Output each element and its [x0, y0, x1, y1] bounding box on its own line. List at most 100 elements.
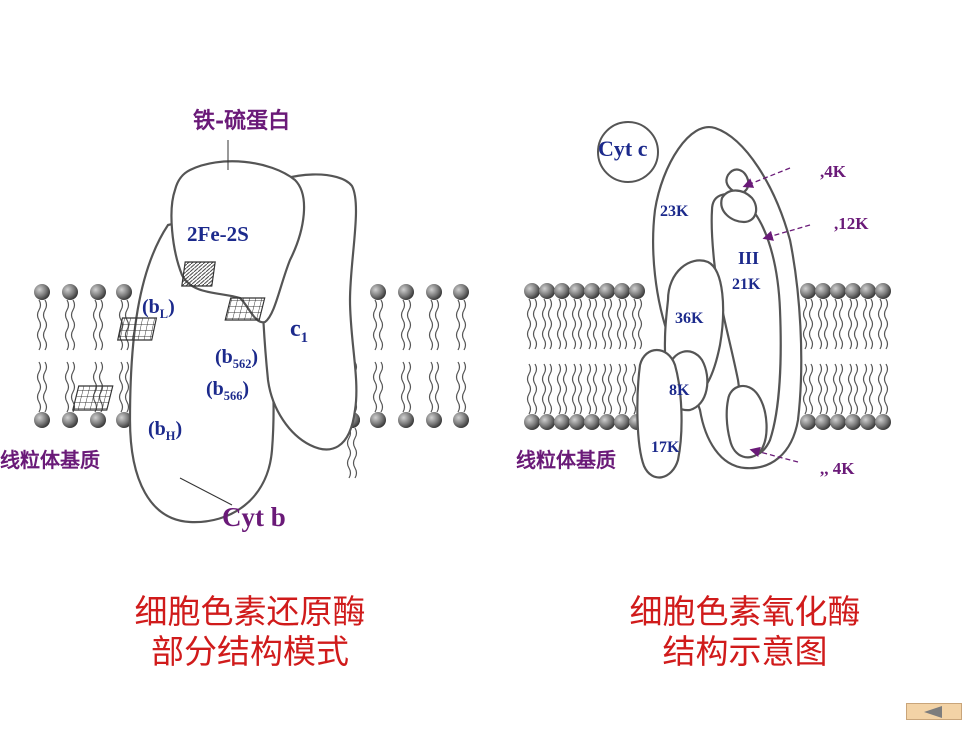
lipid-tail	[862, 298, 874, 350]
c1-heme-box	[224, 297, 266, 321]
lipid-tail	[571, 298, 583, 350]
lipid-head	[370, 284, 386, 300]
lipid-head	[524, 414, 540, 430]
b562-label: (b562)	[215, 346, 259, 371]
lipid-tail	[455, 299, 467, 351]
lipid-head	[34, 412, 50, 428]
lipid-tail	[631, 298, 643, 350]
lipid-head	[539, 414, 555, 430]
subunit-4k-top-label: ,4K	[820, 162, 846, 181]
lipid-tail	[862, 363, 874, 415]
cyt-b-label: Cyt b	[222, 502, 286, 532]
lipid-head	[426, 412, 442, 428]
lipid-head	[62, 284, 78, 300]
lipid-head	[599, 283, 615, 299]
lipid-tail	[877, 298, 889, 350]
lipid-head	[845, 414, 861, 430]
lipid-head	[554, 283, 570, 299]
bh-heme-box	[72, 385, 114, 411]
lipid-tail	[832, 363, 844, 415]
right-caption: 细胞色素氧化酶 结构示意图	[590, 592, 900, 672]
lipid-tail	[832, 298, 844, 350]
fe-s-cluster-box	[181, 261, 216, 287]
cyt-c-circle	[597, 121, 659, 183]
right-caption-line1: 细胞色素氧化酶	[629, 592, 861, 631]
lipid-tail	[601, 298, 613, 350]
lipid-tail	[400, 299, 412, 351]
lipid-head	[524, 283, 540, 299]
lipid-head	[800, 414, 816, 430]
fe-s-cluster-label: 2Fe-2S	[187, 222, 249, 246]
subunit-21k-label: 21K	[732, 276, 761, 293]
lipid-tail	[346, 427, 358, 479]
lipid-head	[90, 284, 106, 300]
subunit-17k-label: 17K	[651, 439, 680, 456]
back-button[interactable]	[906, 703, 962, 720]
subunit-4k-bottom-label: ,, 4K	[820, 459, 855, 478]
subunit-23k-label: 23K	[660, 203, 689, 220]
cyt-b-pointer-line	[179, 477, 233, 506]
cytochrome-oxidase-complex	[636, 125, 803, 479]
right-membrane	[524, 283, 891, 430]
c1-label: c1	[290, 316, 309, 346]
lipid-head	[539, 283, 555, 299]
cytochrome-reductase-complex	[128, 160, 358, 524]
lipid-tail	[616, 298, 628, 350]
lipid-tail	[556, 363, 568, 415]
left-caption: 细胞色素还原酶 部分结构模式	[95, 592, 405, 672]
subunit-36k-label: 36K	[675, 310, 704, 327]
lipid-head	[845, 283, 861, 299]
lipid-head	[584, 283, 600, 299]
lipid-head	[116, 284, 132, 300]
iron-sulfur-protein-label: 铁-硫蛋白	[193, 108, 291, 134]
lipid-tail	[372, 299, 384, 351]
subunit-iii-label: III	[738, 248, 760, 268]
lipid-tail	[817, 363, 829, 415]
lipid-tail	[541, 363, 553, 415]
lipid-tail	[802, 363, 814, 415]
right-caption-line2: 结构示意图	[662, 632, 828, 671]
lipid-head	[370, 412, 386, 428]
back-arrow-icon[interactable]	[924, 706, 942, 718]
left-membrane	[34, 284, 469, 479]
lipid-tail	[118, 361, 130, 413]
lipid-tail	[455, 361, 467, 413]
lipid-tail	[428, 361, 440, 413]
lipid-head	[90, 412, 106, 428]
lipid-head	[62, 412, 78, 428]
lipid-tail	[541, 298, 553, 350]
lipid-head	[614, 414, 630, 430]
lipid-tail	[847, 298, 859, 350]
lipid-tail	[526, 363, 538, 415]
lipid-head	[830, 283, 846, 299]
b566-label: (b566)	[206, 378, 250, 403]
lipid-tail	[616, 363, 628, 415]
lipid-tail	[64, 299, 76, 351]
subunit-8k-label: 8K	[669, 382, 690, 399]
bh-label: (bH)	[148, 418, 183, 443]
subunit-17k	[636, 349, 683, 479]
small-12k-subunit	[720, 189, 758, 224]
subunit-12k-label: ,12K	[834, 214, 869, 233]
lipid-tail	[802, 298, 814, 350]
arrow-4k-top	[742, 167, 791, 188]
lipid-tail	[372, 361, 384, 413]
lipid-head	[116, 412, 132, 428]
lipid-tail	[571, 363, 583, 415]
lipid-head	[34, 284, 50, 300]
lipid-head	[860, 414, 876, 430]
lipid-tail	[64, 361, 76, 413]
lipid-tail	[428, 299, 440, 351]
lipid-head	[398, 284, 414, 300]
lipid-tail	[92, 299, 104, 351]
lipid-tail	[817, 298, 829, 350]
left-caption-line1: 细胞色素还原酶	[134, 592, 366, 631]
lipid-head	[629, 283, 645, 299]
lipid-head	[875, 414, 891, 430]
lipid-head	[453, 284, 469, 300]
lipid-head	[453, 412, 469, 428]
lipid-tail	[586, 298, 598, 350]
left-matrix-label: 线粒体基质	[0, 448, 100, 472]
lipid-head	[815, 283, 831, 299]
